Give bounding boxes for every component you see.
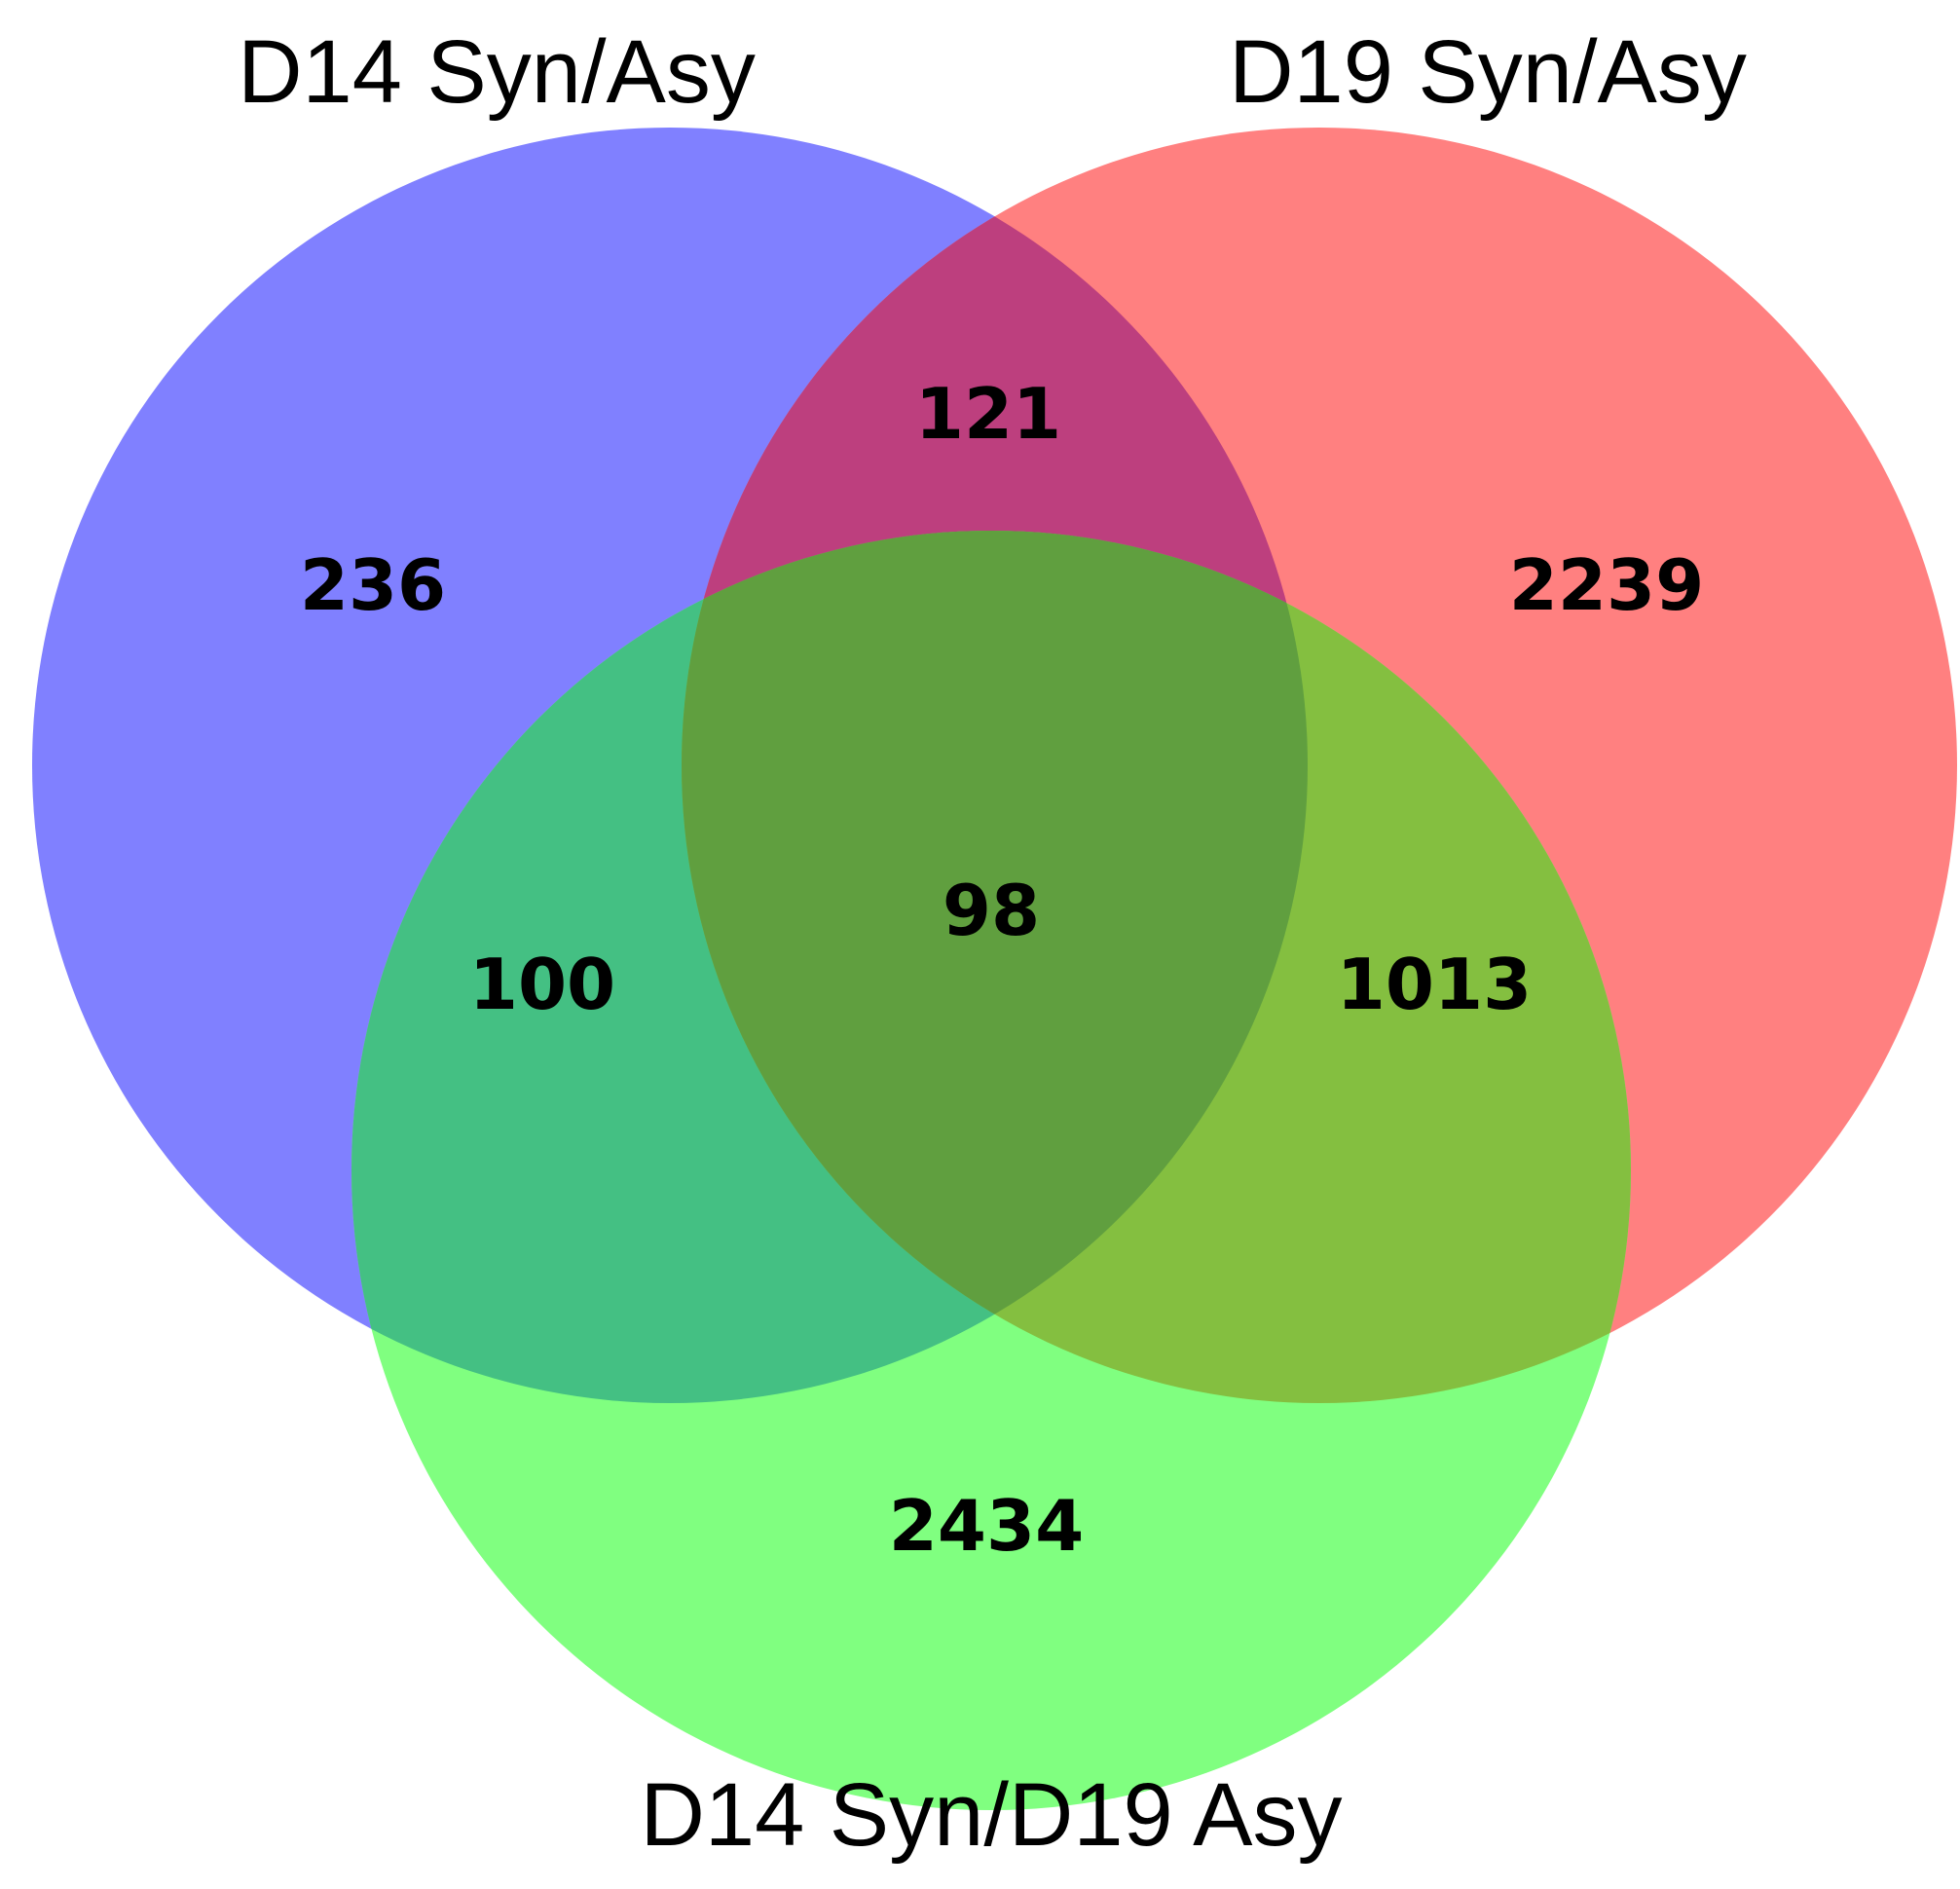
set-title-d14-syn-asy: D14 Syn/Asy [238, 22, 756, 122]
count-d14-syn-d19-asy-only: 2434 [889, 1485, 1084, 1567]
count-d14-d19-syn-asy: 121 [915, 373, 1061, 455]
count-d19-syn-asy-and-d14-syn-d19-asy: 1013 [1337, 944, 1532, 1025]
count-d14-syn-asy-and-d14-syn-d19-asy: 100 [469, 944, 615, 1025]
count-d14-syn-asy-only: 236 [300, 544, 446, 626]
set-title-d14-syn-d19-asy: D14 Syn/D19 Asy [640, 1765, 1342, 1865]
count-all-three: 98 [943, 870, 1040, 951]
count-d19-syn-asy-only: 2239 [1509, 544, 1704, 626]
overlap-region-a-b-c [682, 531, 1308, 1403]
set-title-d19-syn-asy: D19 Syn/Asy [1229, 22, 1747, 122]
